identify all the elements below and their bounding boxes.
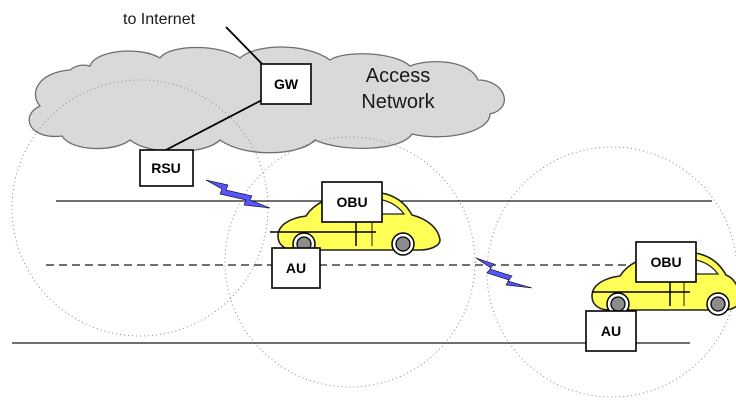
gw-node: GW (260, 63, 312, 105)
right-vehicle-coverage-circle (486, 146, 736, 398)
right-au-node: AU (585, 310, 637, 352)
right-au-label: AU (601, 323, 621, 339)
rsu-node: RSU (139, 149, 194, 187)
access-network-label-line2: Network (361, 91, 435, 113)
right-obu-node: OBU (635, 241, 697, 283)
left-vehicle-coverage-circle (224, 136, 476, 388)
gw-rsu-link (161, 99, 263, 153)
gw-label: GW (274, 76, 299, 92)
access-network-label-line1: Access (366, 65, 430, 87)
right-obu-label: OBU (650, 254, 681, 270)
rsu-label: RSU (151, 160, 181, 176)
internet-label: to Internet (123, 11, 196, 28)
left-au-label: AU (286, 260, 306, 276)
internet-link (225, 26, 269, 71)
wireless-link-icon (475, 257, 533, 289)
wireless-link-icon (205, 179, 271, 209)
left-obu-label: OBU (336, 194, 367, 210)
left-au-node: AU (271, 247, 321, 289)
left-obu-node: OBU (321, 181, 383, 223)
